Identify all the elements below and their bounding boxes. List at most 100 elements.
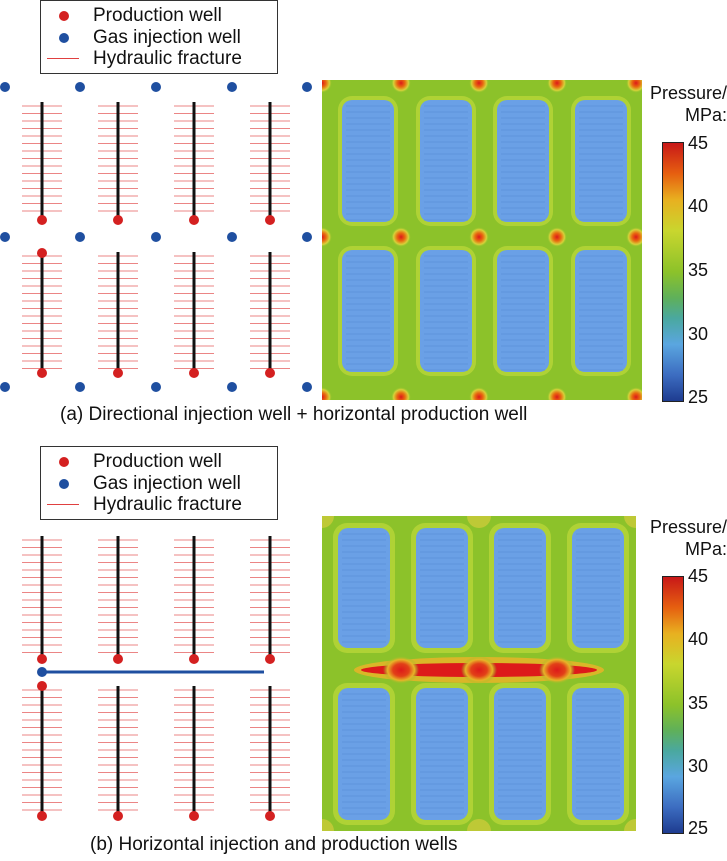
high-pressure-spot: [391, 387, 411, 400]
legend-label-injection: Gas injection well: [93, 473, 241, 494]
gas-injection-well: [151, 382, 161, 392]
legend-label-production: Production well: [93, 5, 222, 26]
colorbar-title-a: Pressure/ MPa:: [650, 82, 727, 126]
high-pressure-spot: [391, 80, 411, 93]
gas-injection-well: [75, 382, 85, 392]
gas-injection-well: [0, 232, 10, 242]
high-pressure-spot: [626, 387, 642, 400]
legend-b: Production well Gas injection well Hydra…: [40, 446, 278, 520]
colorbar-title-line1: Pressure/: [649, 83, 727, 103]
caption-a: (a) Directional injection well + horizon…: [60, 404, 528, 425]
colorbar-gradient-a: [662, 142, 684, 402]
legend-item-injection: Gas injection well: [41, 473, 277, 495]
legend-label-injection: Gas injection well: [93, 27, 241, 48]
colorbar-tick-30: 30: [688, 324, 709, 344]
high-pressure-spot: [469, 387, 489, 400]
high-pressure-spot: [539, 656, 575, 684]
high-pressure-spot: [469, 227, 489, 247]
legend-label-fracture: Hydraulic fracture: [93, 48, 242, 69]
well-layout-schematic-b: [22, 536, 290, 821]
legend-a: Production well Gas injection well Hydra…: [40, 0, 278, 74]
gas-injection-well: [227, 382, 237, 392]
high-pressure-spot: [322, 80, 332, 93]
production-well: [189, 215, 199, 225]
gas-injection-well: [151, 82, 161, 92]
high-pressure-spot: [322, 227, 332, 247]
colorbar-tick-30: 30: [688, 756, 709, 776]
production-well: [189, 811, 199, 821]
injection-well-marker-icon: [59, 33, 69, 43]
colorbar-tick-40: 40: [688, 629, 709, 649]
high-pressure-spot: [391, 227, 411, 247]
edge-pressure-spot: [322, 819, 334, 831]
edge-pressure-spot: [467, 819, 491, 831]
production-well: [37, 681, 47, 691]
production-well-marker-icon: [59, 457, 69, 467]
production-well: [113, 215, 123, 225]
edge-pressure-spot: [624, 819, 636, 831]
caption-b: (b) Horizontal injection and production …: [90, 834, 458, 855]
gas-injection-well: [227, 82, 237, 92]
colorbar-title-line1: Pressure/: [649, 517, 727, 537]
gas-injection-well: [302, 232, 312, 242]
gas-injection-well: [227, 232, 237, 242]
colorbar-tick-35: 35: [688, 693, 709, 713]
pressure-map-b: [322, 516, 636, 831]
colorbar-title-b: Pressure/ MPa:: [650, 516, 727, 560]
production-well: [113, 811, 123, 821]
high-pressure-spot: [383, 656, 419, 684]
legend-item-production: Production well: [41, 451, 277, 473]
gas-injection-well: [37, 667, 47, 677]
high-pressure-spot: [547, 387, 567, 400]
production-well: [113, 368, 123, 378]
high-pressure-spot: [547, 227, 567, 247]
colorbar-b: Pressure/ MPa: 45 40 35 30 25: [630, 516, 727, 838]
production-well: [265, 654, 275, 664]
legend-label-fracture: Hydraulic fracture: [93, 494, 242, 515]
production-well: [189, 654, 199, 664]
production-well: [37, 215, 47, 225]
edge-pressure-spot: [467, 516, 491, 528]
gas-injection-well: [302, 82, 312, 92]
high-pressure-spot: [322, 387, 332, 400]
injection-well-marker-icon: [59, 479, 69, 489]
gas-injection-well: [302, 382, 312, 392]
production-well: [37, 654, 47, 664]
production-well: [265, 368, 275, 378]
high-pressure-spot: [626, 227, 642, 247]
gas-injection-well: [151, 232, 161, 242]
gas-injection-well: [75, 82, 85, 92]
production-well-marker-icon: [59, 11, 69, 21]
gas-injection-well: [75, 232, 85, 242]
high-pressure-spot: [469, 80, 489, 93]
colorbar-gradient-b: [662, 576, 684, 834]
high-pressure-spot: [461, 656, 497, 684]
production-well: [37, 248, 47, 258]
high-pressure-spot: [547, 80, 567, 93]
well-layout-schematic-a: [0, 82, 312, 392]
legend-item-production: Production well: [41, 5, 277, 27]
legend-label-production: Production well: [93, 451, 222, 472]
high-pressure-spot: [626, 80, 642, 93]
production-well: [189, 368, 199, 378]
gas-injection-well: [0, 382, 10, 392]
colorbar-title-line2: MPa:: [684, 539, 727, 559]
panel-a: Production well Gas injection well Hydra…: [0, 0, 727, 425]
gas-injection-well: [0, 82, 10, 92]
legend-item-fracture: Hydraulic fracture: [41, 48, 277, 70]
colorbar-tick-45: 45: [688, 133, 709, 153]
production-well: [37, 811, 47, 821]
edge-pressure-spot: [624, 516, 636, 528]
edge-pressure-spot: [322, 516, 334, 528]
colorbar-tick-40: 40: [688, 196, 709, 216]
production-well: [265, 811, 275, 821]
colorbar-title-line2: MPa:: [684, 105, 727, 125]
production-well: [265, 215, 275, 225]
legend-item-fracture: Hydraulic fracture: [41, 494, 277, 516]
colorbar-tick-35: 35: [688, 260, 709, 280]
legend-item-injection: Gas injection well: [41, 27, 277, 49]
colorbar-tick-45: 45: [688, 566, 709, 586]
colorbar-a: Pressure/ MPa: 45 40 35 30 25: [630, 82, 727, 407]
colorbar-tick-25: 25: [688, 387, 709, 407]
pressure-map-a: [322, 80, 642, 400]
